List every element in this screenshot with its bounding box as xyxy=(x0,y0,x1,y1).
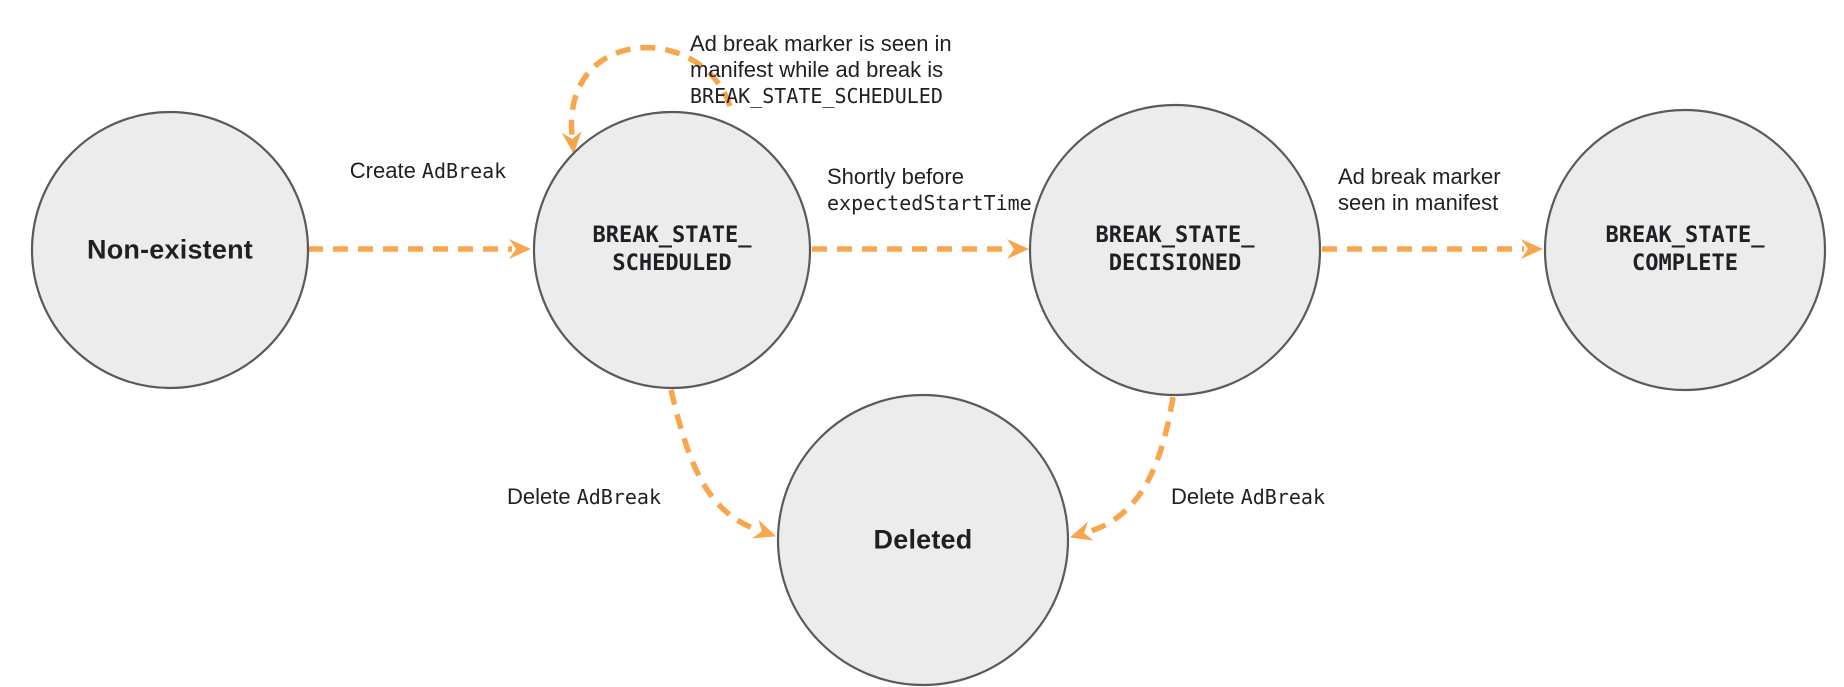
edge-label-delete-decisioned: Delete AdBreak xyxy=(1171,484,1325,510)
edge-label-marker-seen: Ad break marker seen in manifest xyxy=(1338,164,1501,216)
edge-self-loop-arrow xyxy=(561,44,733,154)
edge-label-code: AdBreak xyxy=(421,159,507,183)
state-label-line: BREAK_STATE_ xyxy=(1095,223,1255,248)
edge-label-self-loop: Ad break marker is seen in manifest whil… xyxy=(690,31,952,109)
state-circle-break-state-decisioned xyxy=(1028,103,1322,397)
edge-label-line: Ad break marker xyxy=(1338,164,1501,189)
edge-label-line: seen in manifest xyxy=(1338,190,1499,215)
edge-delete-scheduled-arrow xyxy=(668,389,776,539)
edge-label-delete-scheduled: Delete AdBreak xyxy=(507,484,661,510)
state-label-line: DECISIONED xyxy=(1108,251,1242,276)
edge-label-line: Ad break marker is seen in xyxy=(690,31,952,56)
edge-label-text: Delete xyxy=(506,484,577,509)
state-label-break-state-complete: BREAK_STATE_ COMPLETE xyxy=(1525,222,1844,278)
edge-delete-decisioned-arrow xyxy=(1069,396,1176,541)
state-label-line: BREAK_STATE_ xyxy=(1605,223,1765,248)
edge-label-code: AdBreak xyxy=(576,485,662,509)
state-circle-break-state-complete xyxy=(1543,108,1827,392)
edge-label-line: Shortly before xyxy=(827,164,964,189)
state-label-line: BREAK_STATE_ xyxy=(592,223,752,248)
edge-label-shortly-before: Shortly before expectedStartTime xyxy=(827,164,1032,216)
state-label-line: SCHEDULED xyxy=(612,251,732,276)
state-label-break-state-scheduled: BREAK_STATE_ SCHEDULED xyxy=(512,222,832,278)
edge-label-code: expectedStartTime xyxy=(827,191,1032,215)
state-label-line: COMPLETE xyxy=(1632,251,1738,276)
edge-label-text: Delete xyxy=(1170,484,1241,509)
edge-label-line: manifest while ad break is xyxy=(690,57,944,82)
edge-label-code: AdBreak xyxy=(1240,485,1326,509)
state-circle-non-existent xyxy=(30,110,310,390)
state-label-non-existent: Non-existent xyxy=(87,234,253,265)
state-circle-break-state-scheduled xyxy=(532,110,812,390)
state-circle-deleted xyxy=(776,393,1070,687)
state-label-deleted: Deleted xyxy=(873,524,973,555)
state-label-break-state-decisioned: BREAK_STATE_ DECISIONED xyxy=(1015,222,1335,278)
edge-label-create-adbreak: Create AdBreak xyxy=(350,158,506,184)
edge-label-text: Create xyxy=(349,158,422,183)
edge-label-code: BREAK_STATE_SCHEDULED xyxy=(690,84,943,108)
